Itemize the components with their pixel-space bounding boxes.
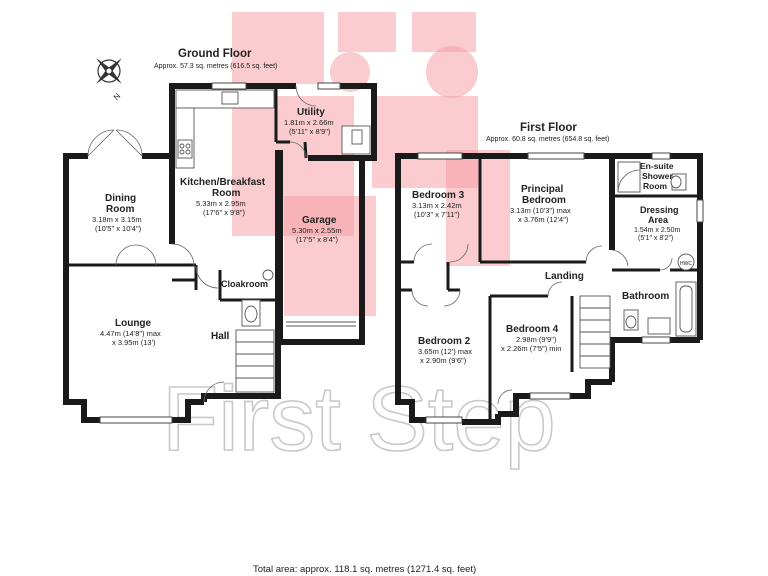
utility-dim2: (5'11" x 8'9")	[289, 127, 331, 136]
bedroom4-name: Bedroom 4	[506, 324, 559, 335]
ground-floor-plan	[63, 82, 377, 424]
bedroom3-dim2: (10'3" x 7'11")	[414, 210, 460, 219]
utility-name: Utility	[297, 107, 325, 118]
kitchen-name-2: Room	[212, 188, 240, 199]
principal-dim1: 3.13m (10'3") max	[510, 206, 571, 215]
kitchen-dim2: (17'6" x 9'8")	[203, 208, 245, 217]
cloakroom-name: Cloakroom	[221, 279, 268, 289]
lounge-dim1: 4.47m (14'8") max	[100, 329, 161, 338]
bedroom2-name: Bedroom 2	[418, 336, 471, 347]
bedroom4-dim1: 2.98m (9'9")	[516, 335, 557, 344]
first-floor-title: First Floor	[520, 122, 577, 134]
dining-dim1: 3.18m x 3.15m	[92, 215, 142, 224]
garage-dim1: 5.30m x 2.55m	[292, 226, 342, 235]
principal-name-2: Bedroom	[522, 195, 566, 206]
ground-floor-area: Approx. 57.3 sq. metres (616.5 sq. feet)	[154, 63, 277, 70]
lounge-dim2: x 3.95m (13')	[112, 338, 156, 347]
dining-name-1: Dining	[105, 193, 136, 204]
garage-name: Garage	[302, 215, 337, 226]
first-floor-area: Approx. 60.8 sq. metres (654.8 sq. feet)	[486, 136, 609, 143]
dressing-dim2: (5'1" x 8'2")	[638, 235, 673, 242]
bathroom-name: Bathroom	[622, 291, 669, 302]
principal-name-1: Principal	[521, 184, 563, 195]
dining-dim2: (10'5" x 10'4")	[95, 224, 142, 233]
dressing-dim1: 1.54m x 2.50m	[634, 227, 680, 234]
total-area: Total area: approx. 118.1 sq. metres (12…	[253, 564, 476, 575]
watermark-logo	[232, 12, 510, 316]
bedroom2-dim1: 3.65m (12') max	[418, 347, 472, 356]
bedroom3-dim1: 3.13m x 2.42m	[412, 201, 462, 210]
garage-dim2: (17'5" x 8'4")	[296, 235, 338, 244]
landing-name: Landing	[545, 271, 584, 282]
lounge-name: Lounge	[115, 318, 152, 329]
first-floor-plan: HWC	[395, 152, 704, 425]
dressing-name-1: Dressing	[640, 205, 679, 215]
hwc-label: HWC	[680, 261, 692, 267]
ensuite-name-1: En-suite	[640, 161, 674, 171]
dining-name-2: Room	[106, 204, 134, 215]
utility-dim1: 1.81m x 2.66m	[284, 118, 334, 127]
bedroom4-dim2: x 2.26m (7'5") min	[501, 344, 561, 353]
ensuite-name-2: Shower	[642, 171, 673, 181]
dressing-name-2: Area	[648, 215, 669, 225]
ground-floor-title: Ground Floor	[178, 48, 252, 60]
kitchen-name-1: Kitchen/Breakfast	[180, 177, 266, 188]
hall-name: Hall	[211, 331, 230, 342]
compass-label: N	[112, 91, 123, 102]
bedroom3-name: Bedroom 3	[412, 190, 465, 201]
bedroom2-dim2: x 2.90m (9'6")	[420, 356, 467, 365]
kitchen-dim1: 5.33m x 2.95m	[196, 199, 246, 208]
compass-icon	[96, 58, 122, 84]
principal-dim2: x 3.76m (12'4")	[518, 215, 569, 224]
ensuite-name-3: Room	[643, 181, 668, 191]
